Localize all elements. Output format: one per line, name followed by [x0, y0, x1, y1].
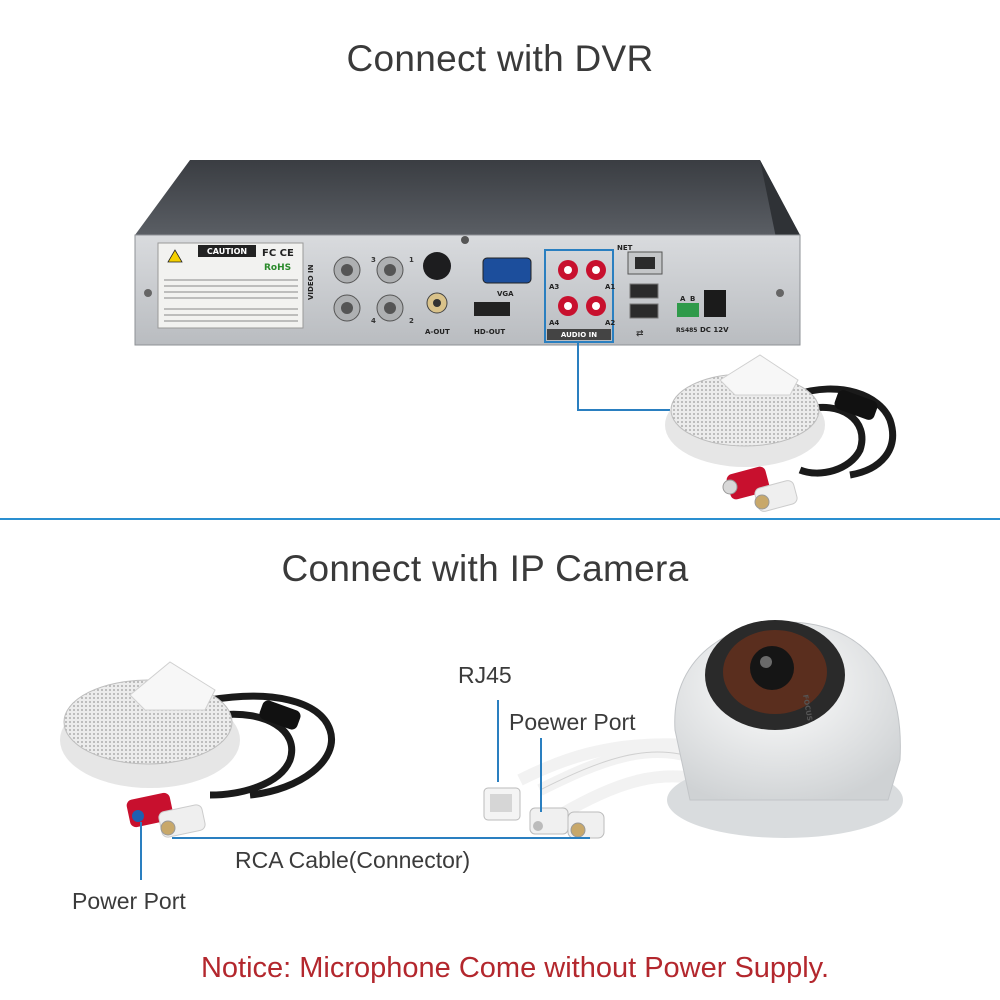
dvr-device: CAUTION FC CE RoHS VIDEO IN 3 1 4 2 A-OU… [134, 160, 801, 346]
ch4-label: 4 [371, 317, 376, 325]
ch3-label: 3 [371, 256, 376, 264]
a3-label: A3 [549, 283, 559, 291]
a2-label: A2 [605, 319, 615, 327]
dvr-section-title: Connect with DVR [346, 38, 654, 79]
rj45-label: RJ45 [458, 662, 512, 688]
caution-label: CAUTION [207, 247, 247, 256]
rs485-b-label: B [690, 295, 695, 303]
dvr-callout-line [577, 342, 670, 411]
vga-label: VGA [497, 290, 514, 298]
ip-camera-section-title: Connect with IP Camera [281, 548, 689, 589]
usb-icon: ⇄ [636, 329, 644, 339]
a1-label: A1 [605, 283, 615, 291]
dc12v-label: DC 12V [700, 326, 729, 334]
fcc-ce-mark: FC CE [262, 248, 294, 259]
rca-cable-label: RCA Cable(Connector) [235, 847, 471, 873]
ip-camera: FOCUS [483, 620, 903, 839]
bnc-connectors [333, 256, 404, 322]
net-label: NET [617, 244, 633, 252]
rs485-label: RS485 [676, 327, 697, 334]
a4-label: A4 [549, 319, 559, 327]
rohs-mark: RoHS [264, 263, 291, 273]
power-port-label: Power Port [72, 888, 186, 914]
notice-text: Notice: Microphone Come without Power Su… [200, 952, 830, 984]
microphone-ip [60, 661, 335, 838]
microphone-dvr [665, 354, 897, 512]
poewer-port-label: Poewer Port [509, 709, 636, 735]
audio-in-rca-jacks [558, 260, 606, 316]
video-in-label: VIDEO IN [307, 264, 315, 300]
a-out-label: A-OUT [425, 328, 450, 336]
hd-out-label: HD-OUT [474, 328, 505, 336]
rs485-a-label: A [680, 295, 686, 303]
audio-in-label: AUDIO IN [561, 331, 597, 339]
ch1-label: 1 [409, 256, 414, 264]
ch2-label: 2 [409, 317, 414, 325]
